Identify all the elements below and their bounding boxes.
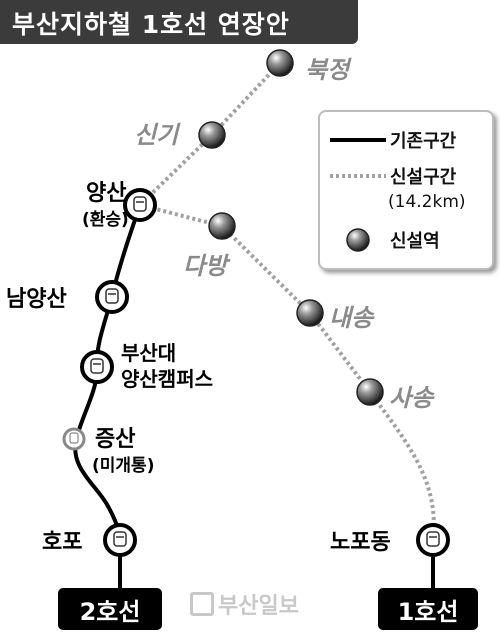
legend-station-label: 신설역 — [390, 231, 440, 252]
label-yangsan-sub: (환승) — [82, 210, 129, 230]
label-jeungsan: 증산 — [95, 427, 135, 452]
label-namyangsan: 남양산 — [6, 287, 67, 312]
legend-existing: 기존구간 — [320, 128, 456, 152]
station-ball-singi[interactable] — [198, 121, 226, 149]
station-ball-dabang[interactable] — [208, 212, 236, 240]
label-pnu-2: 양산캠퍼스 — [121, 367, 213, 391]
legend-station-swatch — [346, 228, 370, 252]
legend-new-station: 신설역 — [320, 228, 440, 252]
label-yangsan: 양산 — [86, 181, 126, 206]
line-1-badge: 1호선 — [378, 588, 478, 630]
watermark-text: 부산일보 — [218, 594, 299, 619]
station-nopodong-marker[interactable] — [416, 523, 450, 557]
busan-ilbo-logo-icon — [190, 592, 214, 616]
title-bar: 부산지하철 1호선 연장안 — [0, 0, 358, 44]
label-bukjeong: 북정 — [305, 56, 352, 84]
legend-existing-swatch — [330, 138, 386, 142]
label-nopodong: 노포동 — [330, 530, 391, 555]
legend-existing-label: 기존구간 — [390, 131, 457, 152]
station-hopo-marker[interactable] — [103, 523, 137, 557]
legend: 기존구간 신설구간 (14.2km) 신설역 — [318, 110, 494, 270]
label-sasong: 사송 — [389, 384, 435, 412]
station-namyangsan-marker[interactable] — [95, 280, 129, 314]
label-hopo: 호포 — [42, 530, 82, 555]
label-pnu-1: 부산대 — [121, 341, 176, 365]
station-ball-bukjeong[interactable] — [266, 49, 294, 77]
watermark: 부산일보 — [190, 588, 299, 620]
line-2-badge: 2호선 — [58, 588, 162, 630]
label-naesong: 내송 — [329, 304, 375, 332]
label-jeungsan-sub: (미개통) — [92, 456, 154, 476]
station-yangsan-marker[interactable] — [123, 188, 157, 222]
station-ball-naesong[interactable] — [296, 299, 324, 327]
station-jeungsan-marker[interactable] — [62, 427, 86, 451]
legend-new-swatch — [330, 174, 386, 178]
station-ball-sasong[interactable] — [356, 378, 384, 406]
map-title: 부산지하철 1호선 연장안 — [12, 10, 290, 39]
label-dabang: 다방 — [183, 252, 231, 280]
legend-new-label: 신설구간 — [390, 167, 457, 188]
legend-new-section: 신설구간 — [320, 164, 456, 188]
legend-new-length: (14.2km) — [388, 192, 466, 212]
station-pnu-marker[interactable] — [80, 350, 114, 384]
label-singi: 신기 — [134, 121, 181, 149]
